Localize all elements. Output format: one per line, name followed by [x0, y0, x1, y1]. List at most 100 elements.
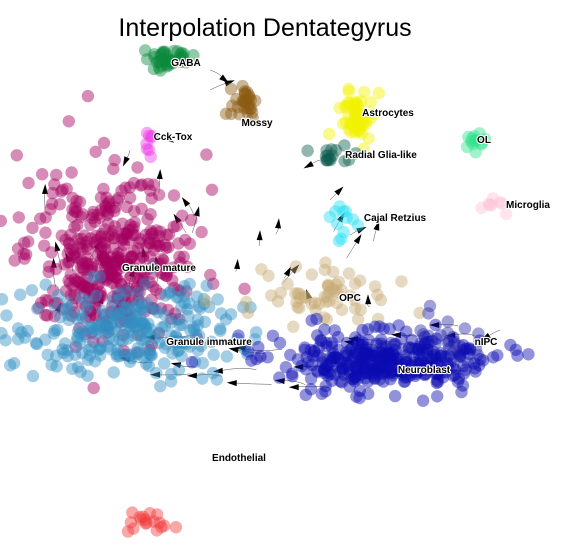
data-point-granule-mature — [103, 266, 116, 279]
data-point-opc — [293, 287, 306, 300]
data-point-neuroblast — [325, 340, 338, 353]
cluster-label-opc: OPC — [339, 293, 361, 304]
data-point-nipc — [442, 342, 456, 355]
stream-arrowhead — [274, 378, 285, 385]
data-point-neuroblast — [400, 349, 413, 362]
data-point-mossy — [246, 111, 259, 125]
data-point-granule-immature — [129, 313, 142, 327]
cluster-label-cajal-retzius: Cajal Retzius — [364, 213, 427, 224]
data-point-granule-mature — [136, 251, 150, 264]
data-point-gaba — [160, 54, 173, 68]
data-point-neuroblast — [349, 331, 362, 344]
data-point-granule-mature — [121, 282, 135, 295]
data-point-neuroblast — [349, 360, 362, 373]
data-point-granule-mature — [36, 168, 49, 181]
data-point-neuroblast — [368, 364, 381, 377]
cluster-label-neuroblast: Neuroblast — [398, 365, 451, 376]
data-point-nipc — [417, 343, 430, 356]
data-point-opc — [348, 293, 361, 307]
data-point-granule-mature — [107, 270, 120, 283]
data-point-granule-immature — [244, 301, 257, 314]
data-point-opc — [290, 296, 303, 309]
data-point-neuroblast — [376, 353, 390, 366]
data-point-granule-immature — [137, 351, 150, 364]
data-point-nipc — [448, 335, 461, 349]
data-point-astrocytes — [342, 123, 356, 136]
data-point-gaba — [156, 45, 169, 58]
data-point-neuroblast — [421, 343, 434, 356]
data-point-granule-mature — [112, 191, 125, 205]
data-point-granule-mature — [82, 282, 95, 295]
data-point-granule-mature — [99, 199, 112, 212]
data-point-granule-mature — [109, 252, 123, 265]
data-point-astrocytes — [339, 101, 352, 114]
data-point-neuroblast — [434, 360, 448, 373]
data-point-opc — [255, 263, 268, 276]
data-point-granule-mature — [135, 202, 148, 215]
data-point-neuroblast — [463, 342, 477, 355]
data-point-mossy — [230, 92, 243, 106]
data-point-neuroblast — [318, 367, 332, 380]
data-point-granule-mature — [99, 243, 112, 256]
data-point-nipc — [428, 356, 441, 370]
data-point-gaba — [153, 54, 167, 68]
data-point-granule-immature — [144, 348, 157, 362]
data-point-gaba — [154, 48, 167, 61]
data-point-granule-immature — [172, 343, 186, 357]
data-point-granule-immature — [135, 302, 148, 315]
data-point-granule-mature — [107, 242, 120, 255]
data-point-neuroblast — [321, 365, 334, 378]
data-point-neuroblast — [368, 365, 381, 379]
data-point-astrocytes — [352, 117, 365, 131]
data-point-granule-mature — [195, 225, 208, 239]
data-point-granule-immature — [150, 366, 163, 380]
data-point-nipc — [423, 299, 437, 313]
data-point-neuroblast — [457, 360, 470, 373]
data-point-opc — [309, 303, 322, 317]
data-point-granule-immature — [138, 317, 151, 330]
data-point-neuroblast — [388, 350, 401, 363]
cluster-label-granule-mature: Granule mature — [122, 263, 196, 274]
data-point-granule-immature — [183, 277, 196, 291]
data-point-neuroblast — [325, 355, 338, 368]
data-point-granule-mature — [111, 194, 124, 207]
data-point-neuroblast — [461, 356, 474, 369]
data-point-radial-glia-like — [323, 152, 336, 166]
data-point-granule-mature — [145, 228, 158, 241]
data-point-granule-mature — [131, 242, 145, 255]
data-point-mossy — [219, 107, 233, 120]
data-point-opc — [289, 287, 302, 300]
data-point-granule-immature — [30, 337, 44, 351]
data-point-granule-mature — [44, 203, 57, 216]
cluster-label-nipc: nIPC — [475, 337, 498, 348]
data-point-granule-mature — [128, 216, 141, 229]
data-point-granule-mature — [127, 176, 141, 190]
data-point-granule-mature — [68, 273, 81, 286]
data-point-nipc — [407, 363, 421, 376]
data-point-astrocytes — [364, 96, 377, 109]
data-point-granule-mature — [70, 194, 83, 208]
data-point-granule-immature — [197, 297, 211, 310]
data-point-neuroblast — [305, 358, 319, 372]
data-point-granule-mature — [101, 257, 115, 270]
data-point-neuroblast — [358, 346, 372, 360]
data-point-granule-mature — [65, 299, 79, 312]
data-point-granule-mature — [66, 210, 79, 223]
data-point-mossy — [241, 106, 254, 119]
data-point-mossy — [244, 102, 258, 115]
data-point-granule-mature — [151, 236, 165, 250]
data-point-granule-mature — [88, 215, 102, 228]
data-point-neuroblast — [298, 341, 311, 354]
data-point-opc — [199, 295, 213, 308]
data-point-granule-mature — [131, 161, 144, 174]
data-point-granule-mature — [74, 241, 87, 254]
data-point-opc — [319, 295, 333, 309]
data-point-radial-glia-like — [321, 148, 335, 162]
data-point-granule-mature — [99, 319, 112, 332]
data-point-granule-mature — [98, 223, 112, 236]
data-point-granule-mature — [171, 283, 185, 297]
data-point-cajal-retzius — [340, 211, 353, 224]
data-point-granule-mature — [136, 273, 149, 286]
data-point-granule-mature — [62, 274, 75, 287]
data-point-neuroblast — [299, 363, 313, 376]
